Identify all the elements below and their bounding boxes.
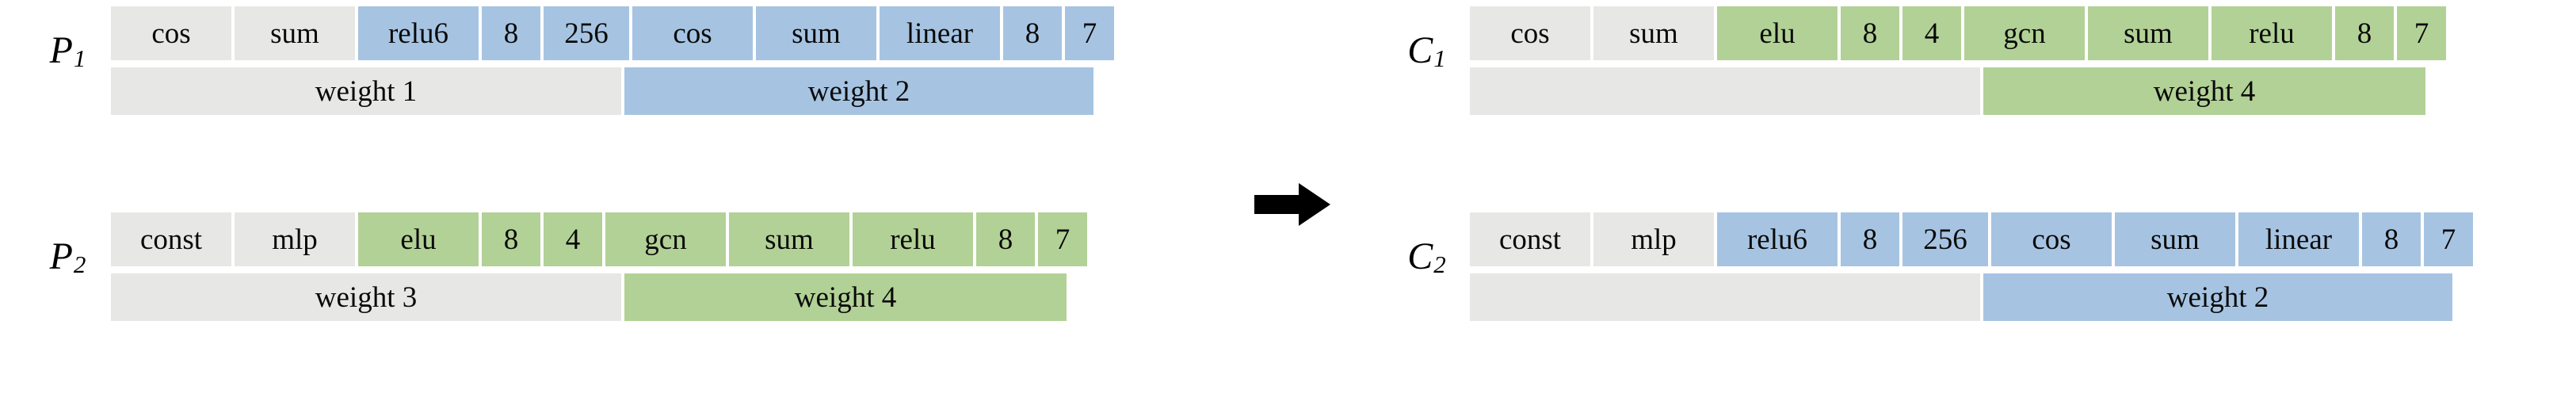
- panel-label-base: C: [1407, 29, 1433, 71]
- operation-cell: linear: [880, 6, 1000, 60]
- panel-label-base: C: [1407, 235, 1433, 277]
- operation-cell: cos: [632, 6, 753, 60]
- operation-cell: 8: [1841, 212, 1899, 266]
- weight-segment: weight 4: [1983, 67, 2425, 115]
- operation-cell: 8: [2335, 6, 2394, 60]
- operation-cell: relu6: [358, 6, 479, 60]
- operation-cell: 4: [544, 212, 602, 266]
- weight-segments-row-c2: weight 2: [1470, 273, 2473, 321]
- weight-segment: [1470, 67, 1980, 115]
- operation-cell: elu: [358, 212, 479, 266]
- operation-cell: 7: [1038, 212, 1087, 266]
- operation-cell: 8: [482, 6, 540, 60]
- operation-cell: gcn: [1964, 6, 2085, 60]
- panel-label-base: P: [49, 235, 73, 277]
- operation-cell: const: [111, 212, 231, 266]
- panel-label-subscript: 2: [73, 250, 86, 278]
- operation-cell: relu: [853, 212, 973, 266]
- operation-cell: 8: [976, 212, 1035, 266]
- weight-segment: weight 1: [111, 67, 621, 115]
- operation-cell: sum: [2115, 212, 2235, 266]
- operation-cell: cos: [111, 6, 231, 60]
- crossover-arrow-icon: [1254, 181, 1330, 228]
- operation-cell: 8: [2362, 212, 2421, 266]
- operation-cell: sum: [756, 6, 876, 60]
- operation-cell: sum: [2088, 6, 2208, 60]
- panel-label-subscript: 1: [73, 44, 86, 72]
- panel-label-base: P: [49, 29, 73, 71]
- operation-cell: gcn: [605, 212, 726, 266]
- panel-label-subscript: 2: [1433, 250, 1446, 278]
- weight-segment: weight 3: [111, 273, 621, 321]
- operation-cell: sum: [235, 6, 355, 60]
- operation-cell: 256: [544, 6, 629, 60]
- operation-cell: relu: [2212, 6, 2332, 60]
- operation-cell: 8: [1841, 6, 1899, 60]
- operation-cell: 7: [2424, 212, 2473, 266]
- operation-cell: linear: [2238, 212, 2359, 266]
- operation-cell: const: [1470, 212, 1590, 266]
- operation-cell: sum: [729, 212, 849, 266]
- operation-cell: relu6: [1717, 212, 1838, 266]
- operation-cell: sum: [1593, 6, 1714, 60]
- panel-label-subscript: 1: [1433, 44, 1446, 72]
- weight-segment: weight 4: [624, 273, 1067, 321]
- operation-cell: cos: [1470, 6, 1590, 60]
- weight-segment: weight 2: [1983, 273, 2452, 321]
- operation-cell: cos: [1991, 212, 2112, 266]
- operation-cell: mlp: [1593, 212, 1714, 266]
- operation-cell: elu: [1717, 6, 1838, 60]
- operation-cell: 8: [1003, 6, 1062, 60]
- operation-cell: 7: [2397, 6, 2446, 60]
- weight-segments-row-c1: weight 4: [1470, 67, 2446, 115]
- operation-cell: mlp: [235, 212, 355, 266]
- weight-segment: [1470, 273, 1980, 321]
- operation-cell: 4: [1902, 6, 1961, 60]
- operation-cell: 7: [1065, 6, 1114, 60]
- weight-segment: weight 2: [624, 67, 1093, 115]
- operation-cell: 8: [482, 212, 540, 266]
- operation-cell: 256: [1902, 212, 1988, 266]
